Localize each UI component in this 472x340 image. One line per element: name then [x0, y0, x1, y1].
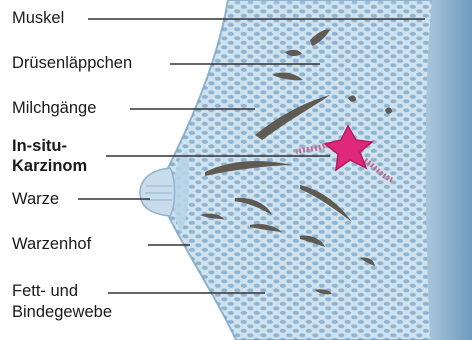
label-fett-line2: Bindegewebe: [12, 303, 112, 322]
label-in-situ-line1: In-situ-: [12, 137, 67, 156]
label-muskel: Muskel: [12, 9, 64, 28]
muscle-layer: [426, 0, 472, 340]
label-fett-line1: Fett- und: [12, 282, 78, 301]
fat-cells-texture: [150, 0, 472, 340]
label-milchgaenge: Milchgänge: [12, 99, 96, 118]
nipple: [140, 168, 175, 216]
label-warzenhof: Warzenhof: [12, 235, 91, 254]
label-in-situ-line2: Karzinom: [12, 157, 87, 176]
label-warze: Warze: [12, 190, 59, 209]
label-druesenlaeppchen: Drüsenläppchen: [12, 54, 132, 73]
